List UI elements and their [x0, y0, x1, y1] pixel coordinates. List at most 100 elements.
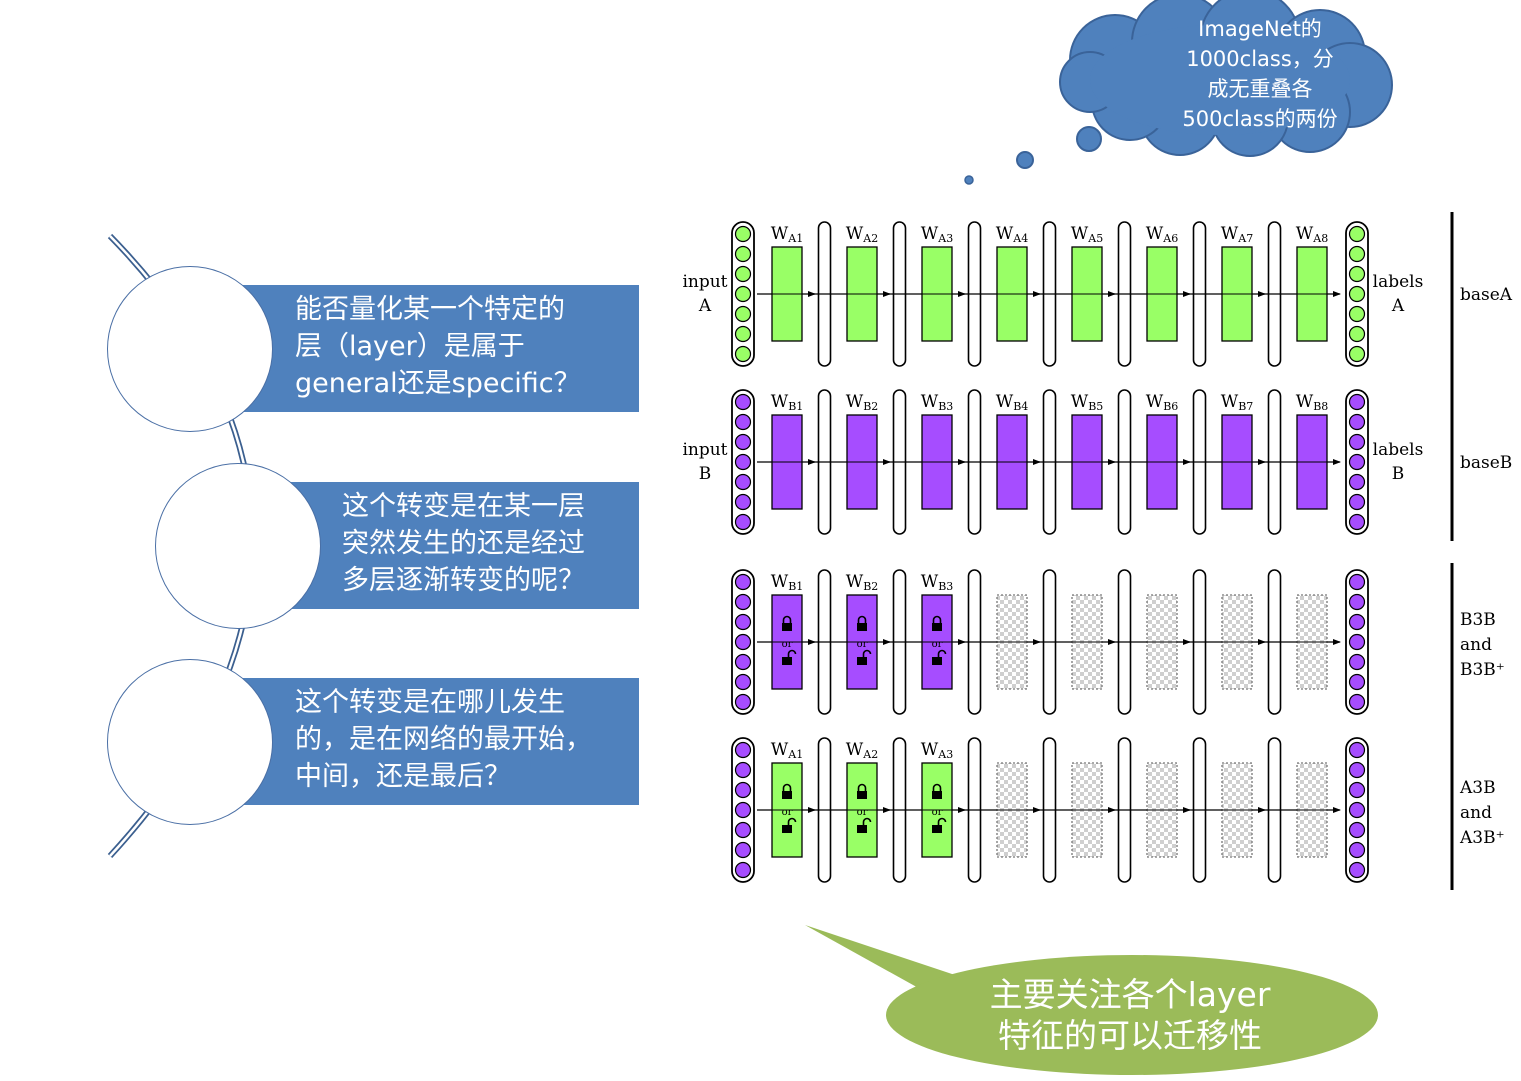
- output-neuron: [1348, 285, 1366, 303]
- speech-bubble-text: 主要关注各个layer 特征的可以迁移性: [930, 974, 1330, 1056]
- or-label: or: [857, 639, 868, 650]
- or-label: or: [782, 639, 793, 650]
- unlock-icon: [782, 825, 792, 833]
- row-label-line: and: [1460, 803, 1492, 823]
- output-neuron: [1348, 393, 1366, 411]
- input-neuron: [734, 413, 752, 431]
- or-label: or: [782, 807, 793, 818]
- weight-label: WA8: [1296, 224, 1328, 245]
- bullet-circle-2: [155, 463, 321, 629]
- output-neuron: [1348, 493, 1366, 511]
- input-neuron: [734, 433, 752, 451]
- weight-label: WB5: [1071, 392, 1104, 413]
- lock-icon: [932, 623, 942, 631]
- question-1-line-2: 层（layer）是属于: [295, 331, 525, 362]
- thought-cloud: [964, 0, 1393, 185]
- weight-label: WB1: [771, 392, 804, 413]
- lock-icon-shackle: [782, 615, 792, 623]
- output-neuron: [1348, 653, 1366, 671]
- input-neuron: [734, 573, 752, 591]
- input-neuron: [734, 393, 752, 411]
- weight-label: WB1: [771, 572, 804, 593]
- weight-label: WA2: [846, 224, 878, 245]
- input-neuron: [734, 325, 752, 343]
- output-neuron: [1348, 673, 1366, 691]
- output-label: labels: [1373, 440, 1424, 460]
- question-box-2: 这个转变是在某一层 突然发生的还是经过 多层逐渐转变的呢？: [282, 482, 639, 609]
- input-neuron: [734, 305, 752, 323]
- or-label: or: [932, 639, 943, 650]
- cloud-line-1: ImageNet的: [1198, 17, 1322, 41]
- row-label-line: A3B⁺: [1459, 828, 1505, 848]
- input-neuron: [734, 673, 752, 691]
- unlock-icon: [932, 657, 942, 665]
- input-neuron: [734, 861, 752, 879]
- weight-label: WA1: [771, 740, 803, 761]
- input-neuron: [734, 345, 752, 363]
- lock-icon: [932, 791, 942, 799]
- unlock-icon: [932, 825, 942, 833]
- question-2-line-3: 多层逐渐转变的呢？: [342, 565, 585, 596]
- input-neuron: [734, 265, 752, 283]
- weight-label: WB2: [846, 572, 879, 593]
- unlock-icon-shackle: [862, 649, 872, 657]
- weight-label: WB2: [846, 392, 879, 413]
- input-neuron: [734, 761, 752, 779]
- question-1-line-3: general还是specific？: [295, 368, 581, 399]
- row-label-line: B3B: [1460, 610, 1496, 630]
- output-neuron: [1348, 613, 1366, 631]
- cloud-line-3: 成无重叠各: [1207, 77, 1313, 101]
- lock-icon-shackle: [932, 783, 942, 791]
- output-neuron: [1348, 433, 1366, 451]
- bubble-line-2: 特征的可以迁移性: [998, 1016, 1262, 1055]
- output-neuron: [1348, 513, 1366, 531]
- output-neuron: [1348, 453, 1366, 471]
- weight-label: WA1: [771, 224, 803, 245]
- question-box-3: 这个转变是在哪儿发生 的，是在网络的最开始， 中间，还是最后？: [235, 678, 639, 805]
- lock-icon-shackle: [932, 615, 942, 623]
- output-neuron: [1348, 225, 1366, 243]
- unlock-icon-shackle: [937, 649, 947, 657]
- weight-label: WA5: [1071, 224, 1103, 245]
- weight-label: WA7: [1221, 224, 1253, 245]
- lock-icon-shackle: [857, 615, 867, 623]
- bullet-circle-3: [107, 659, 273, 825]
- output-neuron: [1348, 325, 1366, 343]
- input-label-letter: B: [699, 464, 712, 484]
- output-neuron: [1348, 801, 1366, 819]
- lock-icon: [782, 791, 792, 799]
- or-label: or: [932, 807, 943, 818]
- output-neuron: [1348, 841, 1366, 859]
- input-neuron: [734, 741, 752, 759]
- output-label-letter: B: [1392, 464, 1405, 484]
- output-neuron: [1348, 345, 1366, 363]
- weight-label: WA2: [846, 740, 878, 761]
- question-2-line-1: 这个转变是在某一层: [342, 491, 585, 522]
- output-neuron: [1348, 473, 1366, 491]
- cloud-line-2: 1000class，分: [1186, 47, 1334, 71]
- output-label-letter: A: [1391, 296, 1405, 316]
- input-neuron: [734, 653, 752, 671]
- output-neuron: [1348, 861, 1366, 879]
- input-neuron: [734, 493, 752, 511]
- input-neuron: [734, 613, 752, 631]
- unlock-icon-shackle: [862, 817, 872, 825]
- lock-icon-shackle: [857, 783, 867, 791]
- question-3-line-2: 的，是在网络的最开始，: [295, 724, 592, 755]
- weight-label: WA3: [921, 224, 953, 245]
- lock-icon: [782, 623, 792, 631]
- question-3-line-1: 这个转变是在哪儿发生: [295, 687, 565, 718]
- or-label: or: [857, 807, 868, 818]
- row-label: baseB: [1460, 453, 1512, 473]
- unlock-icon-shackle: [937, 817, 947, 825]
- input-neuron: [734, 513, 752, 531]
- unlock-icon-shackle: [787, 817, 797, 825]
- output-neuron: [1348, 781, 1366, 799]
- bubble-line-1: 主要关注各个layer: [989, 975, 1271, 1014]
- question-3-line-3: 中间，还是最后？: [295, 761, 511, 792]
- output-neuron: [1348, 413, 1366, 431]
- weight-label: WB4: [996, 392, 1029, 413]
